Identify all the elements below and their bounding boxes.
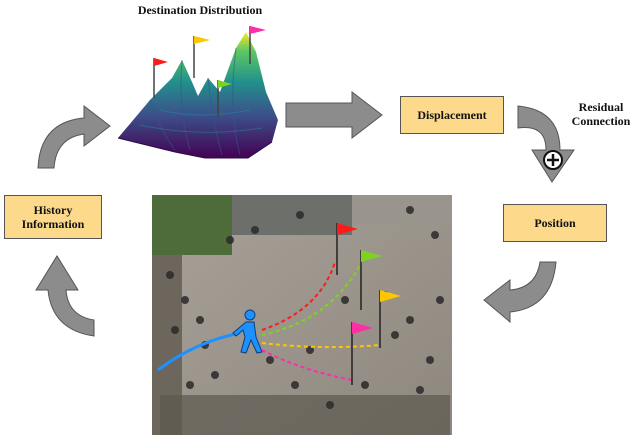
green-flag-icon [217, 80, 232, 118]
block-arrow-icon [285, 90, 383, 140]
pink-flag-icon [249, 26, 266, 64]
feedback-curved-arrow-icon [37, 104, 111, 169]
photo-green-flag-icon [360, 250, 382, 310]
yellow-future-path [261, 342, 381, 349]
position-curved-arrow-icon [483, 261, 557, 324]
pink-future-path [261, 349, 353, 381]
plus-circle-icon [543, 150, 563, 170]
history-information-node: History Information [4, 195, 102, 239]
red-future-path [261, 261, 336, 331]
history-curved-arrow-icon [35, 255, 95, 337]
residual-label-line2: Connection [571, 114, 631, 128]
yellow-flag-icon [193, 36, 210, 78]
photo-pink-flag-icon [351, 322, 373, 385]
red-flag-icon [153, 58, 168, 98]
displacement-node: Displacement [400, 96, 504, 134]
residual-label-line1: Residual [578, 100, 624, 114]
pedestrian-icon [232, 309, 263, 354]
history-label-line2: Information [21, 217, 85, 231]
photo-yellow-flag-icon [379, 290, 401, 348]
distribution-surface [117, 32, 278, 159]
position-node: Position [503, 204, 607, 242]
history-label-line1: History [33, 203, 73, 217]
surface-flags [153, 26, 266, 118]
photo-red-flag-icon [336, 223, 358, 275]
residual-connection-label: Residual Connection [563, 100, 639, 128]
crowd-scene-photo [152, 195, 452, 435]
green-future-path [261, 264, 361, 336]
diagram-title: Destination Distribution [137, 3, 263, 17]
history-trajectory [157, 331, 241, 372]
